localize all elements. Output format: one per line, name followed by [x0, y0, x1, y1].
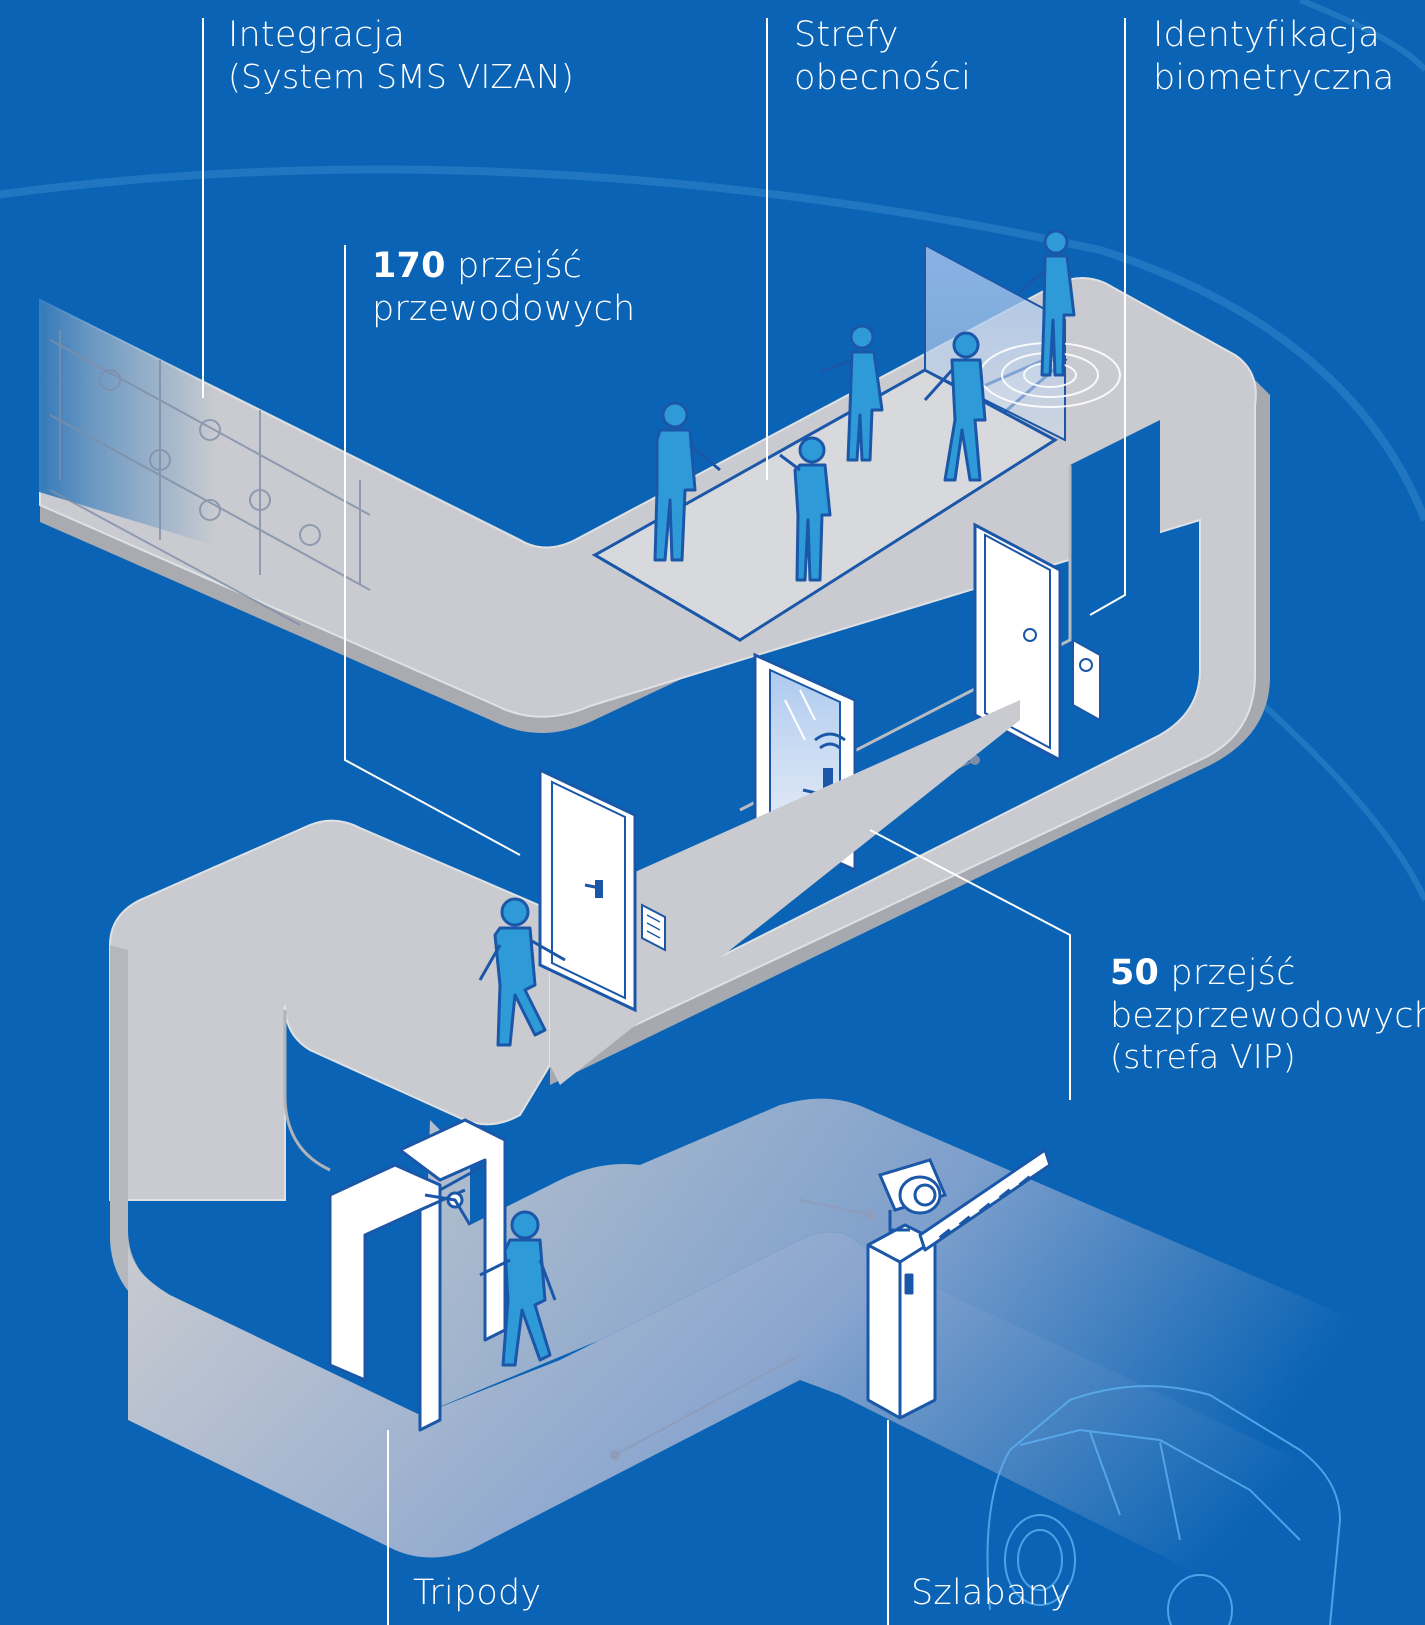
- label-integration: Integracja (System SMS VIZAN): [228, 14, 574, 97]
- label-wired-unit: przejść: [445, 246, 583, 286]
- label-wired: 170 przejść przewodowych: [372, 245, 635, 330]
- door-biometric: [973, 522, 1101, 763]
- label-biometric-line1: Identyfikacja: [1153, 15, 1380, 55]
- label-wireless-line2: bezprzewodowych: [1110, 995, 1425, 1036]
- label-tripods: Tripody: [413, 1572, 541, 1615]
- label-integration-title: Integracja: [228, 15, 406, 55]
- person-icon: [653, 401, 721, 562]
- person-icon: [779, 436, 832, 582]
- label-zones-line1: Strefy: [794, 15, 899, 55]
- connection-lines-bottom: [610, 1199, 875, 1460]
- tripod-turnstile: [328, 1118, 507, 1432]
- label-wireless: 50 przejść bezprzewodowych (strefa VIP): [1110, 952, 1425, 1078]
- person-walking-icon: [478, 897, 566, 1047]
- people-group: [653, 229, 1076, 582]
- person-icon: [1019, 229, 1076, 377]
- person-icon: [923, 331, 987, 482]
- wifi-icon: [814, 732, 846, 750]
- keypad-icon: [641, 903, 666, 952]
- leader-lines: [202, 18, 1126, 1625]
- label-wired-count: 170: [372, 246, 446, 286]
- label-wireless-count: 50: [1110, 953, 1160, 993]
- bottom-level-path: [128, 1098, 1425, 1625]
- label-wireless-unit: przejść: [1159, 953, 1296, 993]
- label-biometric-line2: biometryczna: [1153, 57, 1395, 98]
- label-wireless-line1: 50 przejść: [1110, 952, 1425, 995]
- label-zones: Strefy obecności: [794, 14, 971, 99]
- label-integration-subtitle: (System SMS VIZAN): [228, 56, 574, 96]
- label-barriers: Szlabany: [911, 1572, 1071, 1615]
- car-icon: [986, 1385, 1342, 1625]
- label-wired-line2: przewodowych: [372, 288, 636, 329]
- label-tripods-text: Tripody: [413, 1573, 542, 1613]
- fingerprint-reader-icon: [1072, 638, 1101, 722]
- label-wireless-line3: (strefa VIP): [1110, 1037, 1296, 1077]
- label-biometric: Identyfikacja biometryczna: [1153, 14, 1394, 99]
- label-wired-line1: 170 przejść: [372, 245, 635, 288]
- label-barriers-text: Szlabany: [911, 1573, 1071, 1613]
- parking-barrier: [866, 1148, 1052, 1420]
- person-icon: [819, 324, 884, 462]
- door-wired: [538, 767, 666, 1013]
- presence-zone-area: [591, 243, 1121, 642]
- person-walking-icon: [479, 1210, 557, 1367]
- label-zones-line2: obecności: [794, 57, 972, 98]
- camera-icon: [877, 1158, 948, 1232]
- puzzle-grid-icon: [49, 330, 371, 626]
